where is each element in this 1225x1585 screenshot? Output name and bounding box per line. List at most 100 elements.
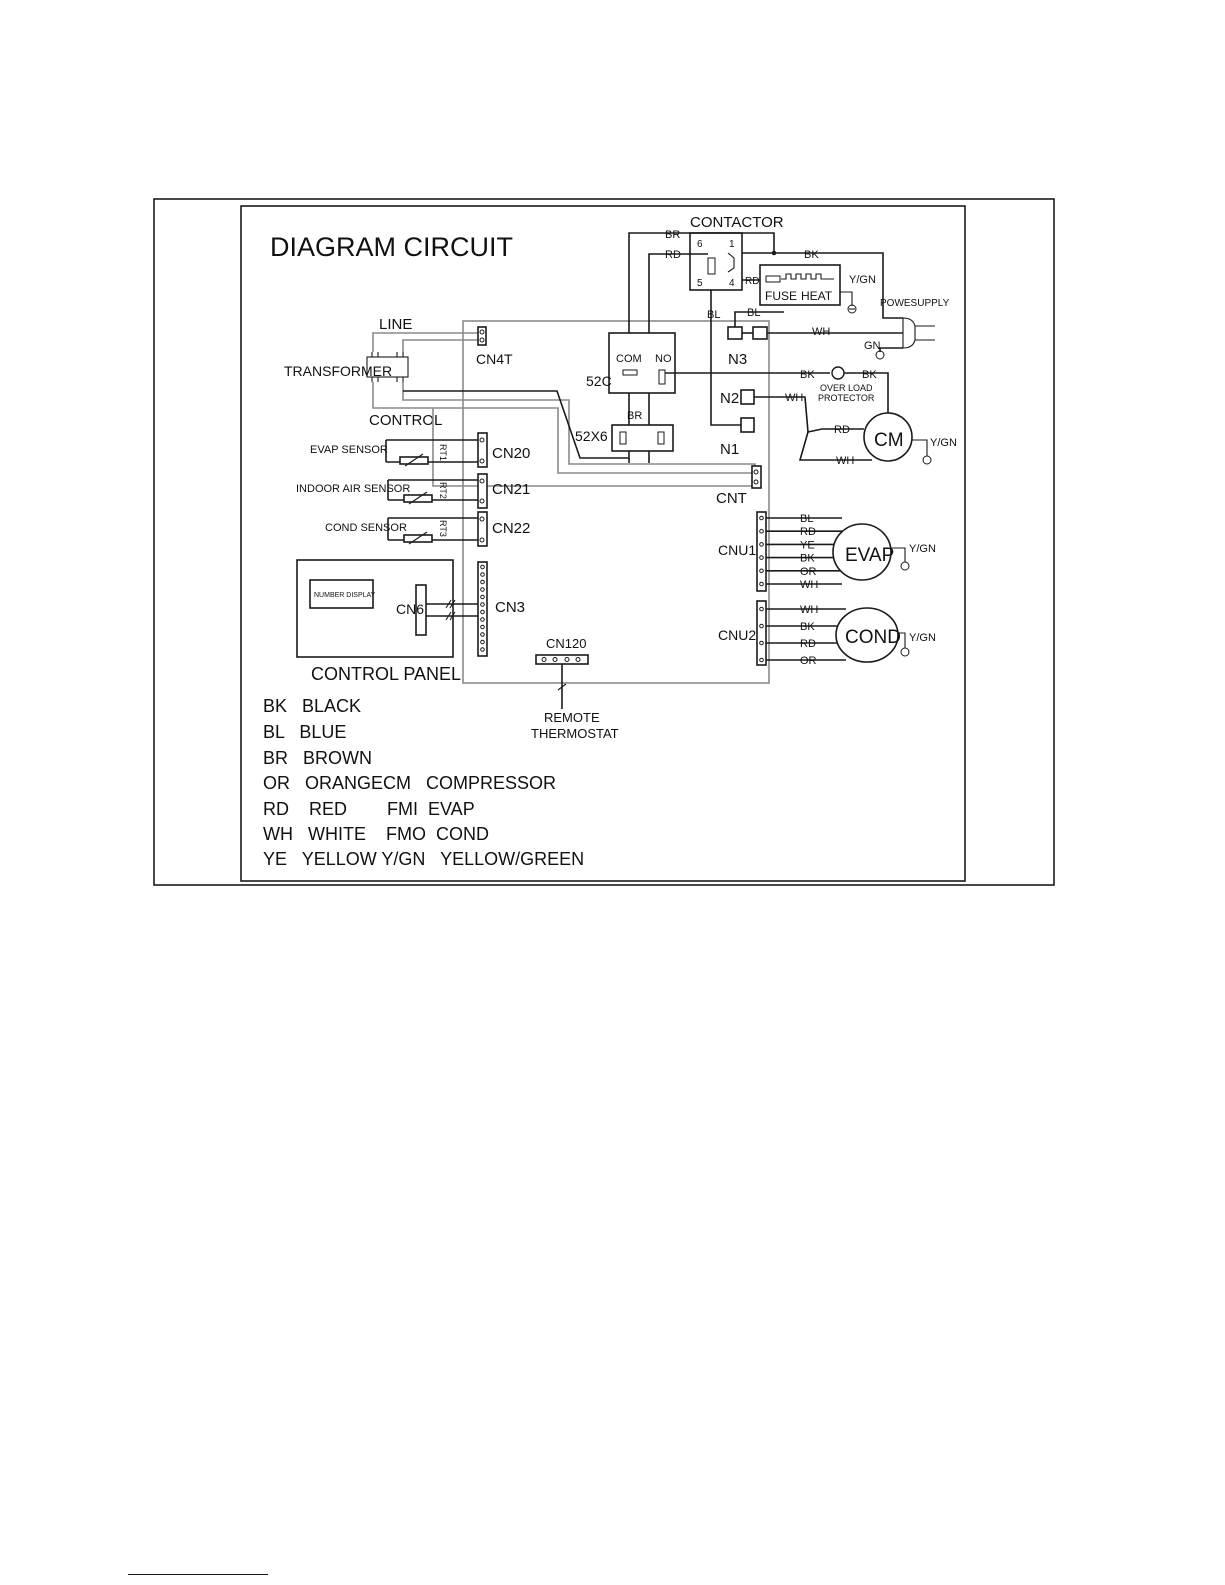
rt2-mark <box>408 491 428 505</box>
evap-ground-icon <box>900 561 910 571</box>
fuse-heat-box <box>759 264 841 306</box>
cnu1-pin <box>759 581 764 587</box>
cn20-label: CN20 <box>492 445 530 462</box>
overload-protector-icon <box>831 366 845 380</box>
rt2-label: RT2 <box>438 482 448 499</box>
line-label: LINE <box>379 316 412 333</box>
evap-label: EVAP <box>845 545 894 566</box>
cnu1-pin <box>759 555 764 560</box>
footnote-separator <box>128 1574 268 1575</box>
cnt-label: CNT <box>716 490 747 507</box>
n1-label: N1 <box>720 441 739 458</box>
cn3-pin <box>480 564 485 570</box>
wire-bl-n3 <box>734 311 784 327</box>
cn20-connector <box>477 432 488 468</box>
indoor-air-sensor-label: INDOOR AIR SENSOR <box>296 483 410 495</box>
wire-color-label: BL <box>800 513 813 525</box>
cn4t-pin <box>479 329 485 335</box>
inner-frame <box>240 205 966 882</box>
cnu1-label: CNU1 <box>718 542 756 558</box>
cn3-pins <box>480 564 485 652</box>
wire-rd-cm <box>807 428 864 433</box>
wire-wh-cm-label: WH <box>836 455 854 467</box>
wire-52c-line <box>403 390 629 459</box>
wire-color-label: YE <box>800 539 815 551</box>
number-display <box>309 579 374 609</box>
cnu1-connector <box>756 511 767 592</box>
evap-ygn-label: Y/GN <box>909 543 936 555</box>
wire-bl-n3-label: BL <box>747 307 760 319</box>
wire-wh-n3-label: WH <box>812 326 830 338</box>
contactor-switch <box>727 252 735 273</box>
wire-color-label: RD <box>800 526 816 538</box>
cn3-connector <box>477 561 488 657</box>
n3-label: N3 <box>728 351 747 368</box>
evap-ground-wire <box>891 547 906 562</box>
cnt-pin <box>753 479 759 485</box>
cn4t-connector <box>477 326 487 346</box>
wire-color-label: OR <box>800 566 817 578</box>
wire-color-legend: BK BLACK BL BLUE BR BROWN OR ORANGECM CO… <box>263 696 584 869</box>
wire-gn <box>879 347 903 352</box>
contactor-pin-5: 5 <box>697 278 703 289</box>
cn6-label: CN6 <box>396 601 424 617</box>
power-ground-icon <box>875 350 885 360</box>
cnu2-label: CNU2 <box>718 627 756 643</box>
relay-52c-label: 52C <box>586 373 612 389</box>
cnt-connector <box>751 465 762 489</box>
wire-rd-cm-label: RD <box>834 424 850 436</box>
cn21-label: CN21 <box>492 481 530 498</box>
transformer-label: TRANSFORMER <box>284 363 392 379</box>
cond-sensor-wires <box>387 517 478 541</box>
cn3-pin <box>480 632 485 637</box>
n1-terminal <box>740 417 755 433</box>
legend-line: BL BLUE <box>263 722 346 742</box>
cnu2-connector <box>756 600 767 666</box>
cnu2-pin <box>759 623 764 629</box>
plug-prongs <box>915 325 935 341</box>
cn4t-label: CN4T <box>476 351 513 367</box>
cn3-pin <box>480 639 485 645</box>
fuse-label: FUSE <box>765 289 797 303</box>
contactor-pin-4: 4 <box>729 278 735 289</box>
wire-overload-bk-label: BK <box>862 369 877 381</box>
legend-line: YE YELLOW Y/GN YELLOW/GREEN <box>263 849 584 869</box>
cn3-pin <box>480 572 485 577</box>
indoor-sensor-wires <box>387 479 478 501</box>
wire-cnt-b <box>432 408 755 487</box>
cn22-pin <box>479 537 485 543</box>
outer-frame <box>153 198 1055 886</box>
evap-sensor-label: EVAP SENSOR <box>310 444 388 456</box>
wire-overload-cm <box>844 372 889 414</box>
relay-52x6-label: 52X6 <box>575 428 608 444</box>
cnu1-pin <box>759 515 764 521</box>
cn3-pin <box>480 617 485 622</box>
cn22-connector <box>477 511 488 547</box>
thermostat-label: THERMOSTAT <box>531 726 619 741</box>
cn3-pin <box>480 579 485 585</box>
legend-line: RD RED FMI EVAP <box>263 799 475 819</box>
wire-bk-top <box>742 252 884 306</box>
cn6-connector <box>415 584 427 636</box>
cond-ground-wire <box>898 632 906 648</box>
cnu1-pin <box>759 542 764 547</box>
wire-line <box>372 332 478 352</box>
cn3-pin <box>480 594 485 600</box>
cn120-pin <box>541 657 547 662</box>
contactor-pin-6: 6 <box>697 239 703 250</box>
cn20-pin <box>479 437 485 443</box>
wire-color-label: BK <box>800 621 815 633</box>
power-plug-icon <box>902 317 916 349</box>
cn120-pin <box>564 657 570 662</box>
cn21-connector <box>477 473 488 509</box>
cnt-pin <box>753 469 759 475</box>
wire-wh-n2 <box>754 396 809 433</box>
cnu1-pin <box>759 528 764 534</box>
heat-ygn-label: Y/GN <box>849 274 876 286</box>
wire-bk-top-label: BK <box>804 249 819 261</box>
heat-label: HEAT <box>801 289 833 303</box>
n2-label: N2 <box>720 390 739 407</box>
control-label: CONTROL <box>369 412 442 429</box>
cn3-pin <box>480 609 485 615</box>
